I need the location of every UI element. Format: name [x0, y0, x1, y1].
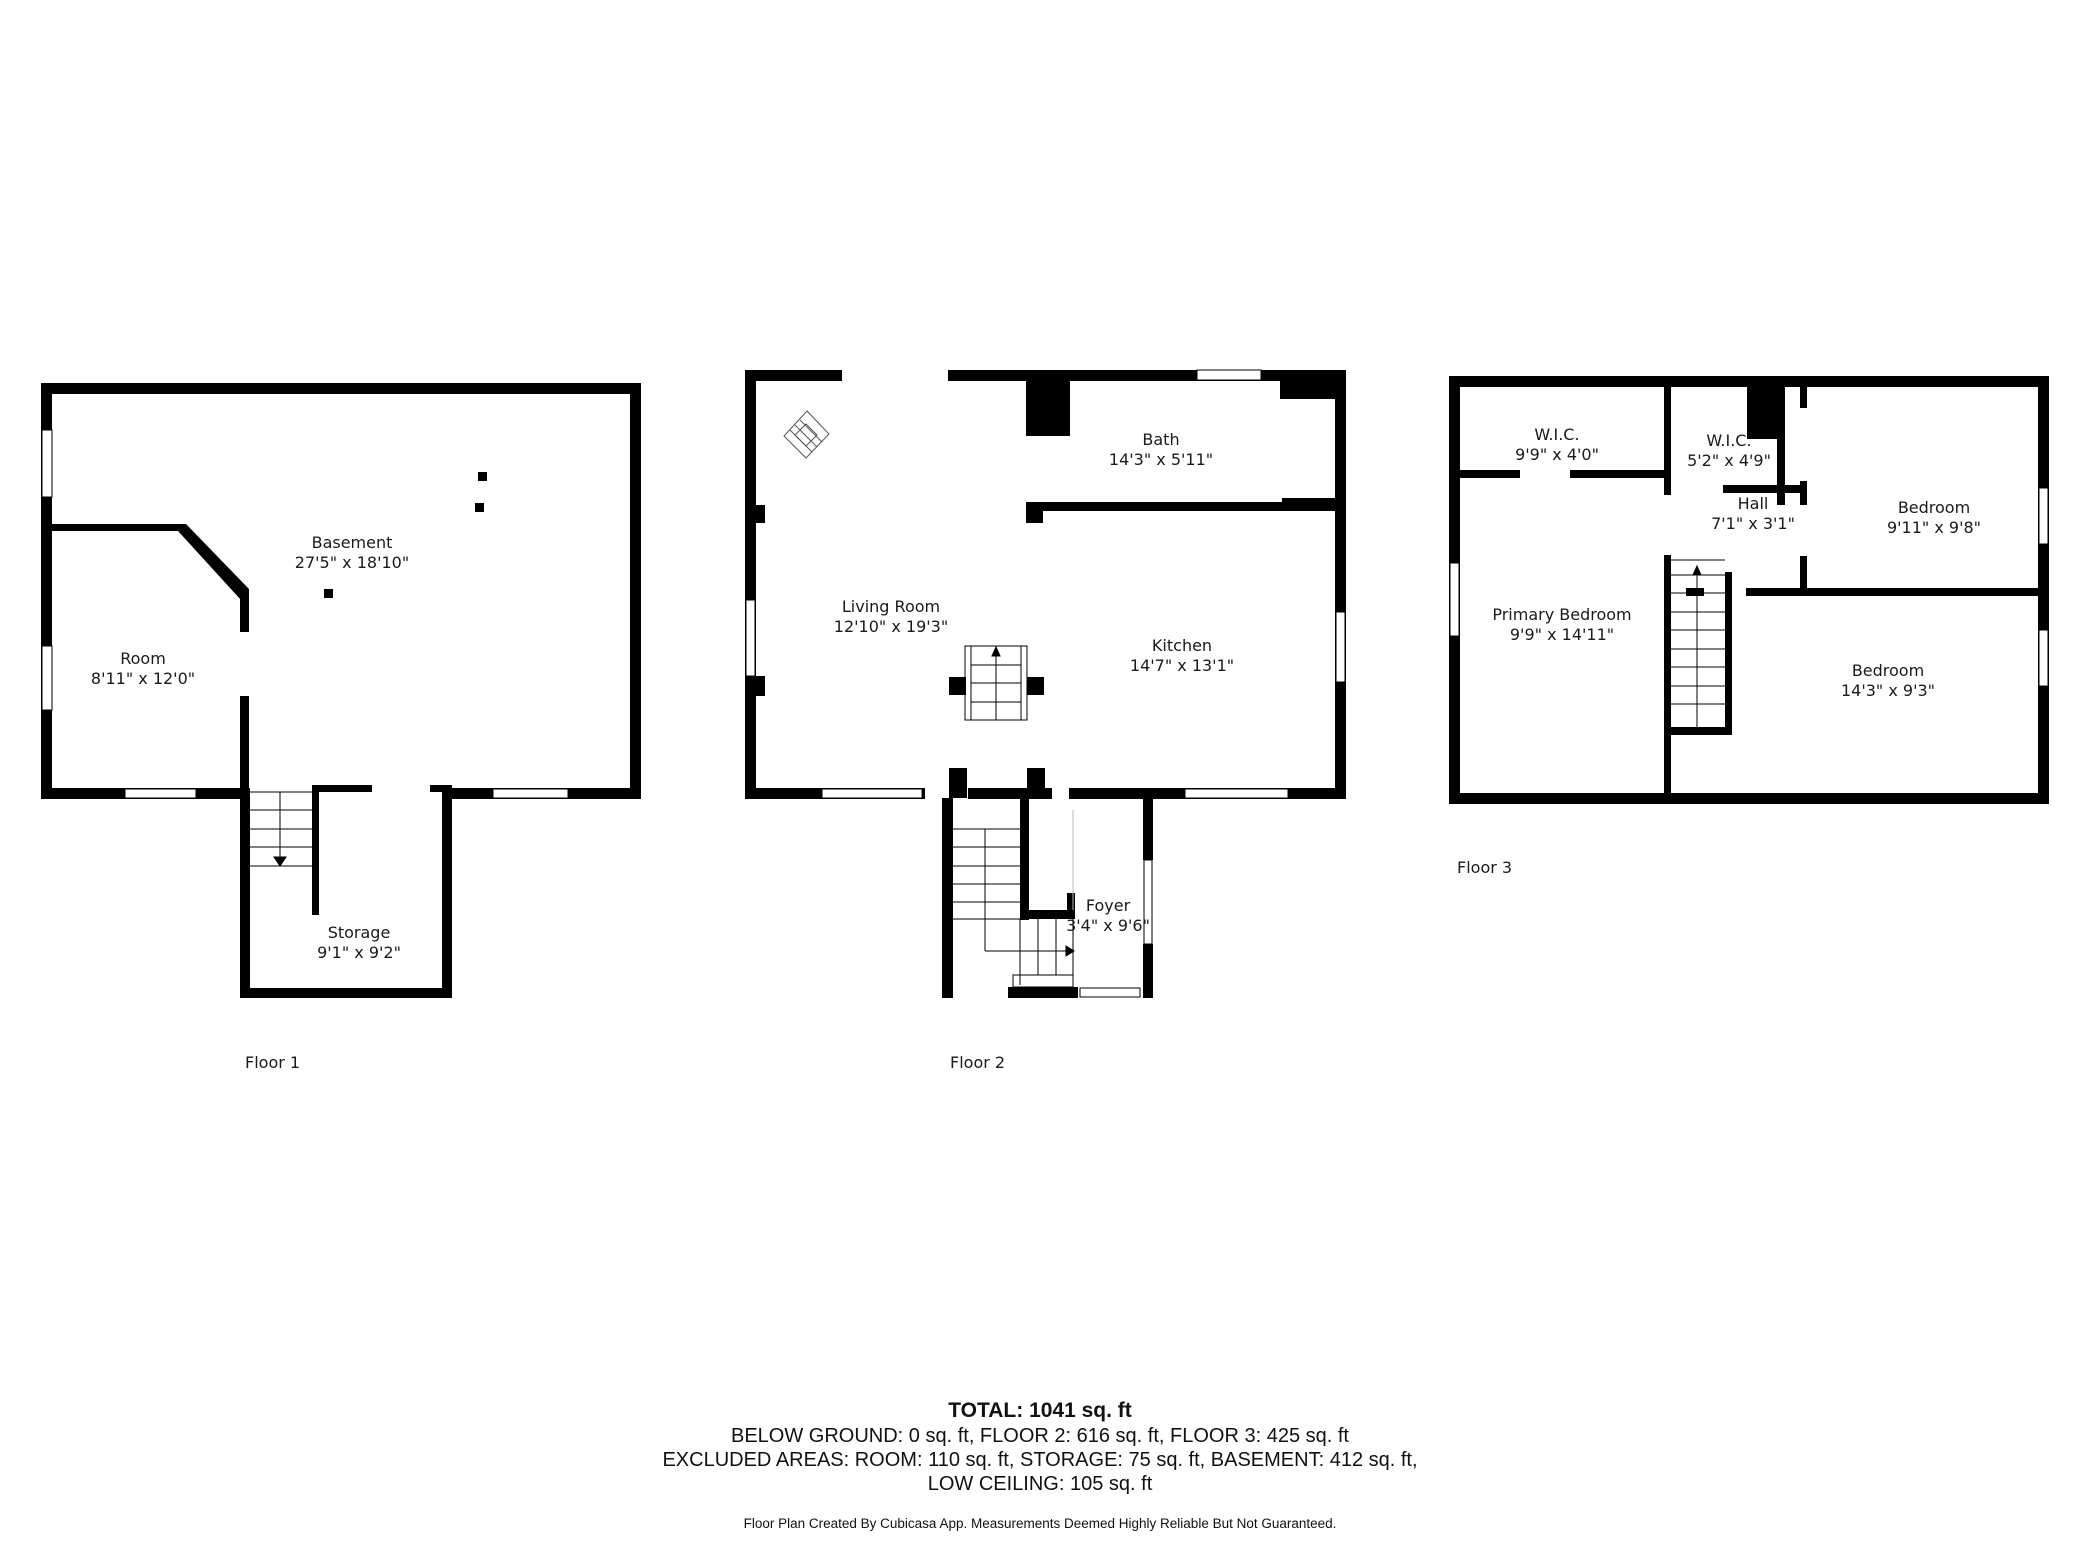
- room-dims: 9'1" x 9'2": [317, 943, 401, 962]
- floor-3-stairs: [1671, 559, 1725, 727]
- room-dims: 5'2" x 4'9": [1687, 451, 1771, 470]
- area-summary: TOTAL: 1041 sq. ft BELOW GROUND: 0 sq. f…: [0, 1398, 2080, 1531]
- room-name: Storage: [327, 923, 391, 942]
- room-label-wic-1: W.I.C. 9'9" x 4'0": [1515, 425, 1599, 465]
- room-name: W.I.C.: [1706, 431, 1752, 450]
- room-dims: 9'11" x 9'8": [1886, 518, 1982, 537]
- room-name: Bedroom: [1851, 661, 1925, 680]
- fireplace-icon: [783, 410, 830, 459]
- room-name: Primary Bedroom: [1492, 605, 1632, 624]
- disclaimer: Floor Plan Created By Cubicasa App. Meas…: [743, 1516, 1337, 1531]
- room-dims: 8'11" x 12'0": [90, 669, 196, 688]
- floor-2-windows: [745, 369, 1346, 998]
- room-label-kitchen: Kitchen 14'7" x 13'1": [1130, 636, 1234, 676]
- floor-2-label: Floor 2: [950, 1053, 1006, 1072]
- total-area: TOTAL: 1041 sq. ft: [948, 1399, 1132, 1422]
- floor-3-windows: [1449, 487, 2049, 687]
- room-dims: 12'10" x 19'3": [833, 617, 949, 636]
- room-name: Bedroom: [1897, 498, 1971, 517]
- room-name: Foyer: [1085, 896, 1131, 915]
- room-name: Kitchen: [1151, 636, 1213, 655]
- room-dims: 7'1" x 3'1": [1711, 514, 1795, 533]
- floor-1-label: Floor 1: [245, 1053, 301, 1072]
- room-name: Bath: [1142, 430, 1180, 449]
- floor-2-lower-stairs: [953, 810, 1075, 988]
- floor-1-windows: [41, 429, 569, 799]
- room-label-bedroom-2: Bedroom 14'3" x 9'3": [1841, 661, 1935, 701]
- room-dims: 3'4" x 9'6": [1066, 916, 1150, 935]
- room-name: Room: [120, 649, 166, 668]
- room-label-hall: Hall 7'1" x 3'1": [1711, 494, 1795, 534]
- room-dims: 14'7" x 13'1": [1129, 656, 1235, 675]
- room-label-bath: Bath 14'3" x 5'11": [1109, 430, 1213, 470]
- room-label-wic-2: W.I.C. 5'2" x 4'9": [1687, 431, 1771, 471]
- room-label-bedroom-1: Bedroom 9'11" x 9'8": [1887, 498, 1981, 538]
- room-dims: 14'3" x 5'11": [1108, 450, 1214, 469]
- room-dims: 9'9" x 4'0": [1515, 445, 1599, 464]
- room-label-basement: Basement 27'5" x 18'10": [295, 533, 409, 573]
- room-label-storage: Storage 9'1" x 9'2": [317, 923, 401, 963]
- room-name: Living Room: [841, 597, 941, 616]
- low-ceiling-area: LOW CEILING: 105 sq. ft: [927, 1473, 1153, 1495]
- floor-2-center-stairs: [964, 645, 1028, 721]
- room-label-living-room: Living Room 12'10" x 19'3": [834, 597, 948, 637]
- room-dims: 9'9" x 14'11": [1509, 625, 1615, 644]
- room-name: W.I.C.: [1534, 425, 1580, 444]
- floor-1-walls: [41, 383, 641, 998]
- room-label-primary-bedroom: Primary Bedroom 9'9" x 14'11": [1492, 605, 1631, 645]
- floor-3-label: Floor 3: [1457, 858, 1513, 877]
- floor-3-walls: [1449, 376, 2049, 804]
- floor-2-walls: [745, 370, 1346, 998]
- room-name: Basement: [311, 533, 393, 552]
- floor-1-stairs: [250, 791, 312, 867]
- room-dims: 27'5" x 18'10": [294, 553, 410, 572]
- room-label-foyer: Foyer 3'4" x 9'6": [1066, 896, 1150, 936]
- excluded-areas: EXCLUDED AREAS: ROOM: 110 sq. ft, STORAG…: [662, 1449, 1418, 1471]
- room-name: Hall: [1737, 494, 1769, 513]
- room-label-room: Room 8'11" x 12'0": [91, 649, 195, 689]
- floor-areas: BELOW GROUND: 0 sq. ft, FLOOR 2: 616 sq.…: [731, 1425, 1349, 1447]
- room-dims: 14'3" x 9'3": [1840, 681, 1936, 700]
